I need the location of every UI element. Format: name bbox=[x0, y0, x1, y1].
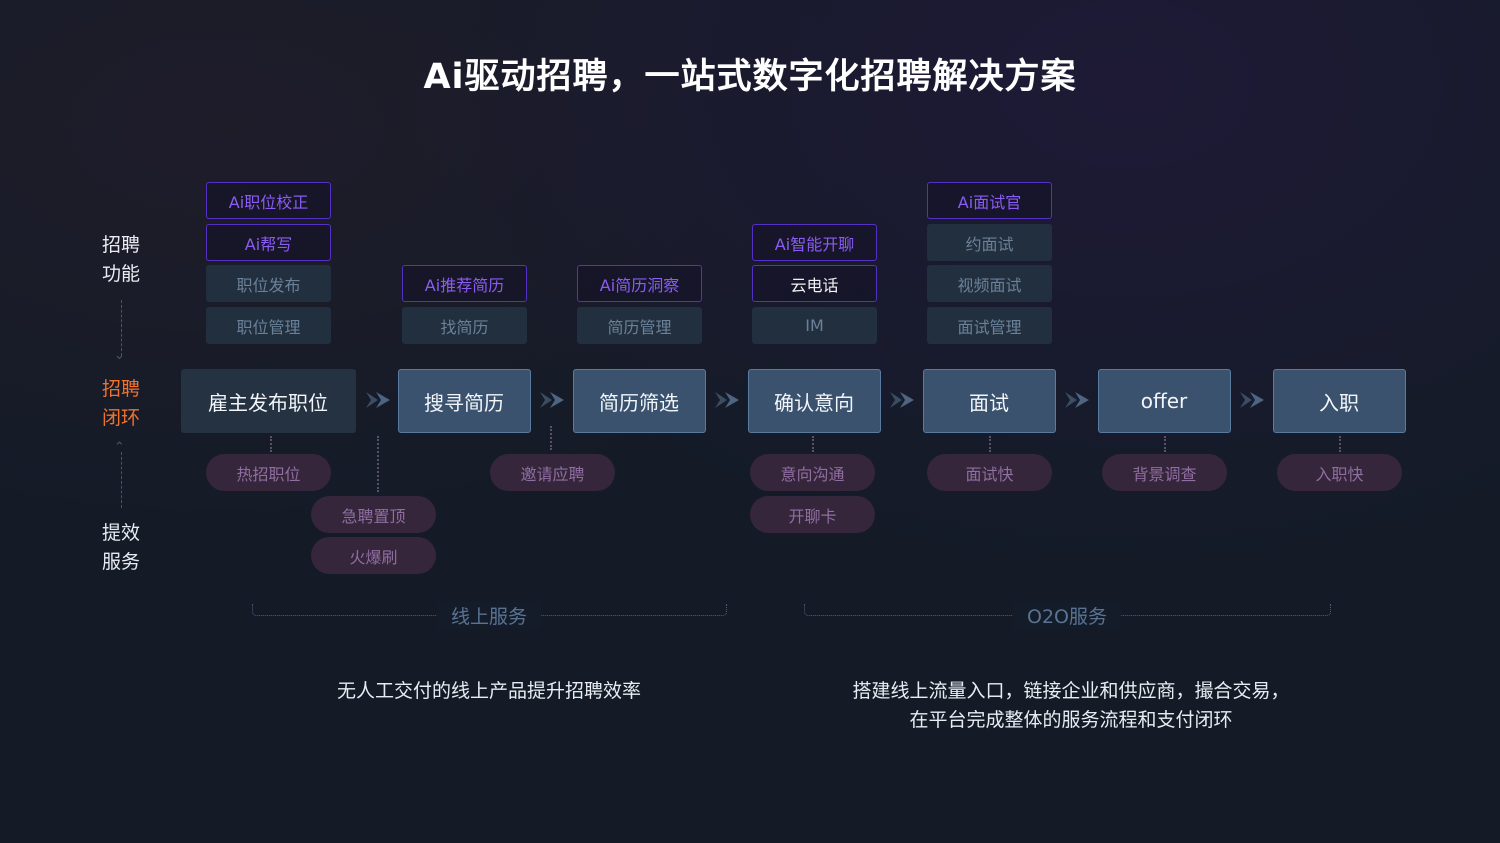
arrow-right-icon bbox=[1238, 389, 1266, 411]
service-pill: 邀请应聘 bbox=[490, 454, 615, 491]
step-box-3: 确认意向 bbox=[747, 369, 881, 433]
dotted-connector bbox=[270, 436, 272, 452]
side-label-line: 服务 bbox=[102, 551, 141, 573]
side-label-line: 功能 bbox=[102, 263, 141, 285]
side-label-line: 招聘 bbox=[102, 234, 141, 256]
arrow-right-icon bbox=[713, 389, 741, 411]
dashed-connector bbox=[121, 300, 122, 356]
side-label-functions: 招聘 功能 bbox=[102, 231, 162, 289]
service-pill: 急聘置顶 bbox=[311, 496, 436, 533]
function-box: 找简历 bbox=[402, 307, 527, 344]
service-pill: 入职快 bbox=[1277, 454, 1402, 491]
chevron-up-icon: ⌃ bbox=[114, 440, 125, 455]
step-box-2: 简历筛选 bbox=[572, 369, 706, 433]
function-box: 面试管理 bbox=[927, 307, 1052, 344]
function-box: 职位管理 bbox=[206, 307, 331, 344]
dotted-connector bbox=[1164, 436, 1166, 452]
side-label-line: 招聘 bbox=[102, 378, 141, 400]
dotted-connector bbox=[989, 436, 991, 452]
function-box: 视频面试 bbox=[927, 265, 1052, 302]
dotted-connector bbox=[550, 426, 552, 450]
description-line: 在平台完成整体的服务流程和支付闭环 bbox=[909, 709, 1233, 731]
function-box: 云电话 bbox=[752, 265, 877, 302]
function-box: 约面试 bbox=[927, 224, 1052, 261]
service-pill: 背景调查 bbox=[1102, 454, 1227, 491]
online-services-label: 线上服务 bbox=[436, 602, 542, 629]
dashed-connector bbox=[121, 452, 122, 508]
o2o-services-description: 搭建线上流量入口，链接企业和供应商，撮合交易， 在平台完成整体的服务流程和支付闭… bbox=[852, 677, 1289, 735]
arrow-right-icon bbox=[888, 389, 916, 411]
dotted-connector bbox=[377, 436, 379, 492]
step-box-1: 搜寻简历 bbox=[397, 369, 531, 433]
side-label-line: 闭环 bbox=[102, 407, 141, 429]
function-box: IM bbox=[752, 307, 877, 344]
dotted-connector bbox=[1339, 436, 1341, 452]
arrow-right-icon bbox=[1063, 389, 1091, 411]
function-box: 简历管理 bbox=[577, 307, 702, 344]
service-pill: 火爆刷 bbox=[311, 537, 436, 574]
service-pill: 热招职位 bbox=[206, 454, 331, 491]
step-box-4: 面试 bbox=[922, 369, 1056, 433]
function-box: Ai推荐简历 bbox=[402, 265, 527, 302]
service-pill: 面试快 bbox=[927, 454, 1052, 491]
function-box: Ai简历洞察 bbox=[577, 265, 702, 302]
arrow-right-icon bbox=[364, 389, 392, 411]
step-box-6: 入职 bbox=[1272, 369, 1406, 433]
online-services-description: 无人工交付的线上产品提升招聘效率 bbox=[337, 677, 641, 706]
side-label-loop: 招聘 闭环 bbox=[102, 375, 162, 433]
function-box: Ai职位校正 bbox=[206, 182, 331, 219]
function-box: 职位发布 bbox=[206, 265, 331, 302]
o2o-services-label: O2O服务 bbox=[1013, 602, 1121, 629]
page-title: Ai驱动招聘，一站式数字化招聘解决方案 bbox=[423, 57, 1077, 97]
dotted-connector bbox=[812, 436, 814, 452]
arrow-right-icon bbox=[538, 389, 566, 411]
description-line: 搭建线上流量入口，链接企业和供应商，撮合交易， bbox=[852, 680, 1290, 702]
side-label-services: 提效 服务 bbox=[102, 519, 162, 577]
step-box-0: 雇主发布职位 bbox=[180, 369, 356, 433]
function-box: Ai帮写 bbox=[206, 224, 331, 261]
description-line: 无人工交付的线上产品提升招聘效率 bbox=[336, 680, 642, 702]
service-pill: 意向沟通 bbox=[750, 454, 875, 491]
function-box: Ai智能开聊 bbox=[752, 224, 877, 261]
function-box: Ai面试官 bbox=[927, 182, 1052, 219]
step-box-5: offer bbox=[1097, 369, 1231, 433]
service-pill: 开聊卡 bbox=[750, 496, 875, 533]
side-label-line: 提效 bbox=[102, 522, 141, 544]
chevron-down-icon: ⌄ bbox=[114, 348, 125, 363]
